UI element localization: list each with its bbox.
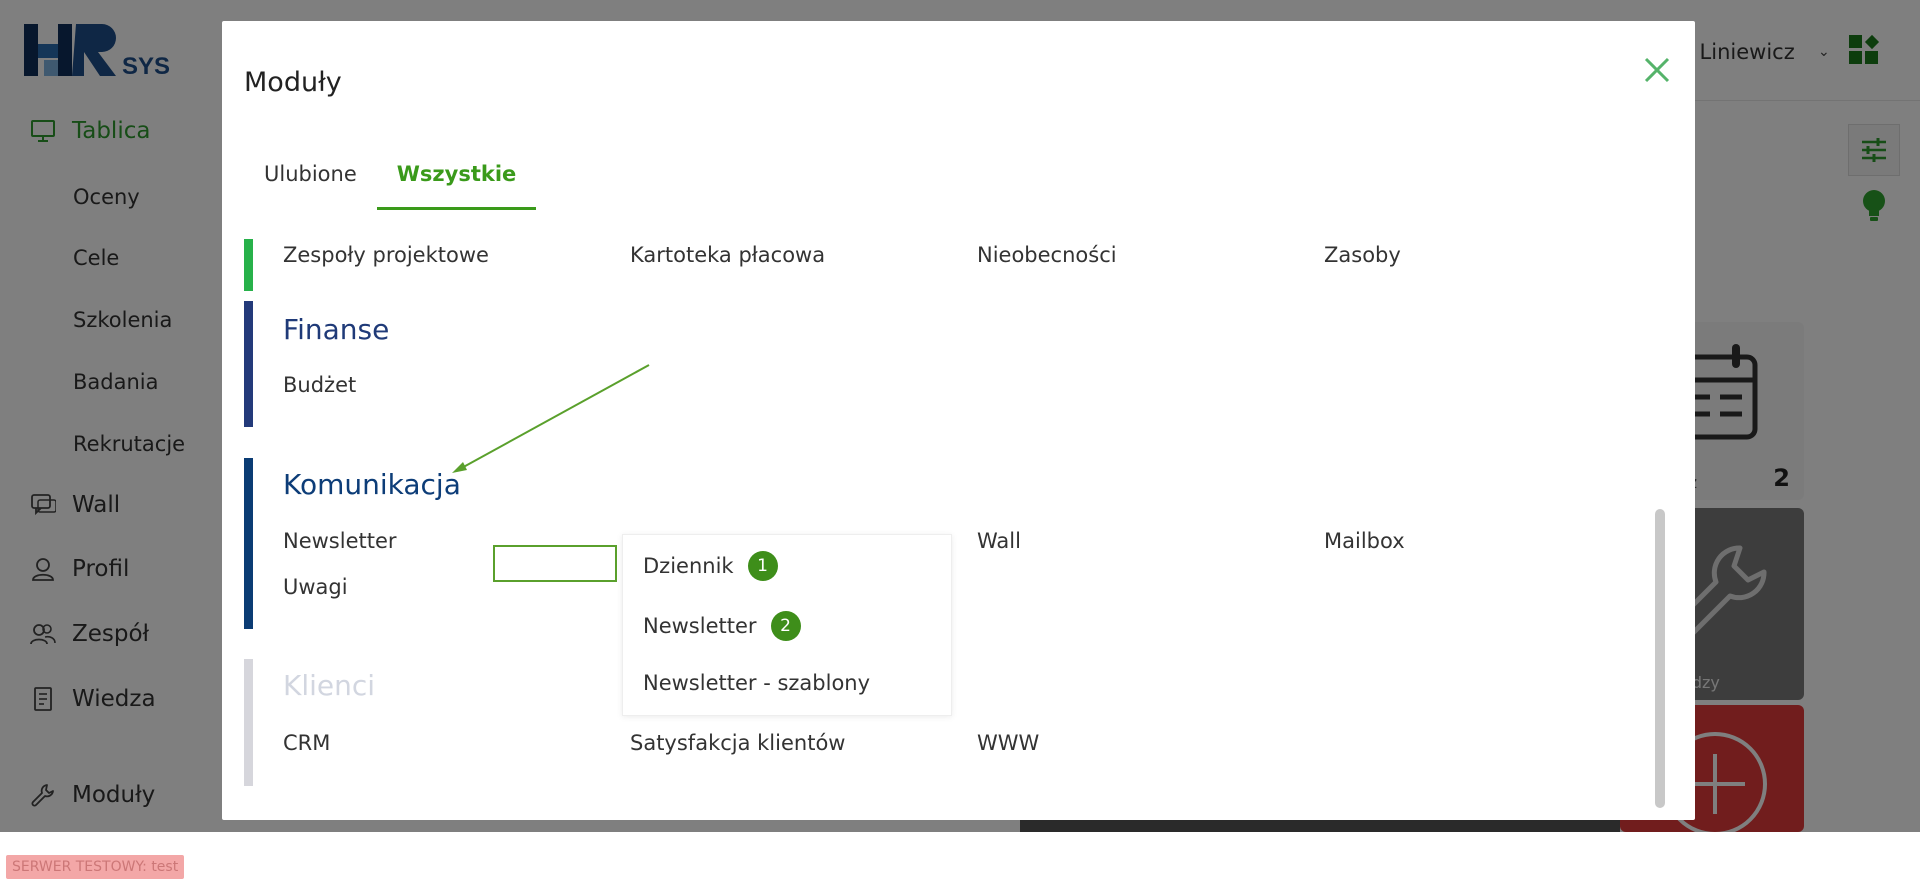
scrollbar-thumb[interactable] bbox=[1655, 509, 1665, 808]
module-group-komunikacja: Komunikacja Newsletter Uwagi z Wall Mail… bbox=[244, 458, 1624, 629]
popup-item-label: Newsletter - szablony bbox=[643, 671, 871, 695]
newsletter-highlight bbox=[493, 545, 617, 582]
module-group-top: Zespoły projektowe Kartoteka płacowa Nie… bbox=[244, 239, 1624, 291]
module-zasoby[interactable]: Zasoby bbox=[1324, 243, 1401, 267]
module-uwagi[interactable]: Uwagi bbox=[283, 575, 348, 599]
close-icon bbox=[1644, 57, 1670, 83]
group-color-bar bbox=[244, 239, 253, 291]
module-mailbox[interactable]: Mailbox bbox=[1324, 529, 1405, 553]
popup-item-newsletter-szablony[interactable]: Newsletter - szablony bbox=[643, 671, 870, 695]
group-title-komunikacja: Komunikacja bbox=[283, 468, 461, 501]
group-title-finanse: Finanse bbox=[283, 313, 390, 346]
popup-item-newsletter[interactable]: Newsletter 2 bbox=[643, 611, 801, 641]
tab-wszystkie[interactable]: Wszystkie bbox=[376, 141, 537, 210]
module-group-finanse: Finanse Budżet bbox=[244, 301, 1624, 427]
module-satysfakcja-klientow[interactable]: Satysfakcja klientów bbox=[630, 731, 846, 755]
popup-item-dziennik[interactable]: Dziennik 1 bbox=[643, 551, 778, 581]
step-badge: 2 bbox=[770, 611, 801, 641]
module-nieobecnosci[interactable]: Nieobecności bbox=[977, 243, 1117, 267]
popup-item-label: Newsletter bbox=[643, 614, 757, 638]
group-title-klienci: Klienci bbox=[283, 669, 376, 702]
modal-tabs: Ulubione Wszystkie bbox=[244, 141, 537, 211]
module-wall[interactable]: Wall bbox=[977, 529, 1021, 553]
close-button[interactable] bbox=[1640, 53, 1674, 87]
module-crm[interactable]: CRM bbox=[283, 731, 331, 755]
group-color-bar bbox=[244, 458, 253, 629]
group-color-bar bbox=[244, 301, 253, 427]
popup-item-label: Dziennik bbox=[643, 554, 734, 578]
module-budzet[interactable]: Budżet bbox=[283, 373, 357, 397]
step-badge: 1 bbox=[747, 551, 778, 581]
modal-title: Moduły bbox=[244, 67, 342, 98]
module-group-klienci: Klienci CRM Satysfakcja klientów WWW bbox=[244, 659, 1624, 786]
modules-modal: Moduły Ulubione Wszystkie Zespoły projek… bbox=[222, 21, 1695, 820]
tab-ulubione[interactable]: Ulubione bbox=[264, 162, 357, 186]
group-color-bar bbox=[244, 659, 253, 786]
module-newsletter[interactable]: Newsletter bbox=[283, 529, 397, 553]
module-zespoly-projektowe[interactable]: Zespoły projektowe bbox=[283, 243, 489, 267]
newsletter-popup-menu: Dziennik 1 Newsletter 2 Newsletter - sza… bbox=[622, 534, 952, 716]
module-www[interactable]: WWW bbox=[977, 731, 1040, 755]
test-server-badge: SERWER TESTOWY: test bbox=[6, 855, 185, 879]
modules-list: Zespoły projektowe Kartoteka płacowa Nie… bbox=[222, 211, 1695, 820]
module-kartoteka-placowa[interactable]: Kartoteka płacowa bbox=[630, 243, 826, 267]
